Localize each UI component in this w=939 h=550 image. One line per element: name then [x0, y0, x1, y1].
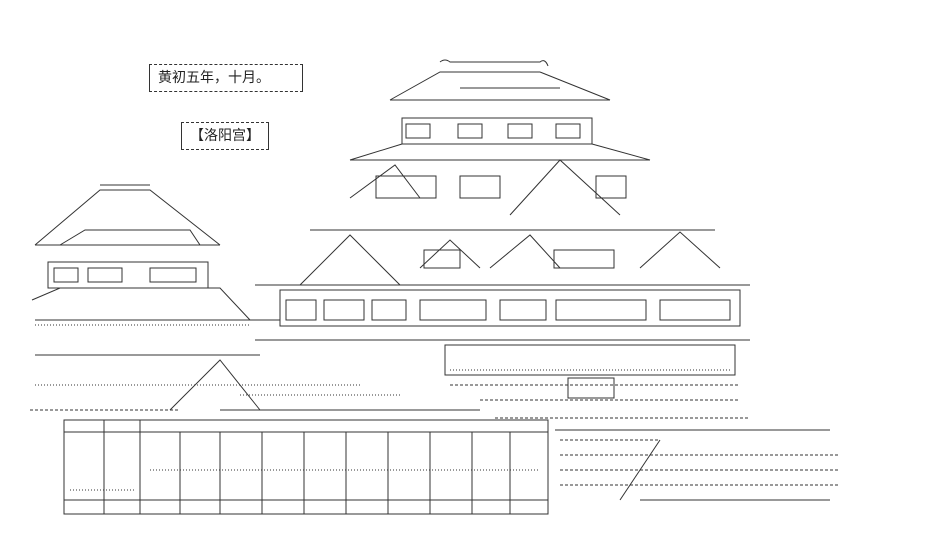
left-tower	[30, 184, 360, 411]
main-tower	[255, 59, 840, 501]
date-caption: 黄初五年，十月。	[149, 64, 303, 92]
gate-hall	[63, 359, 549, 515]
place-caption: 【洛阳宫】	[181, 122, 269, 150]
